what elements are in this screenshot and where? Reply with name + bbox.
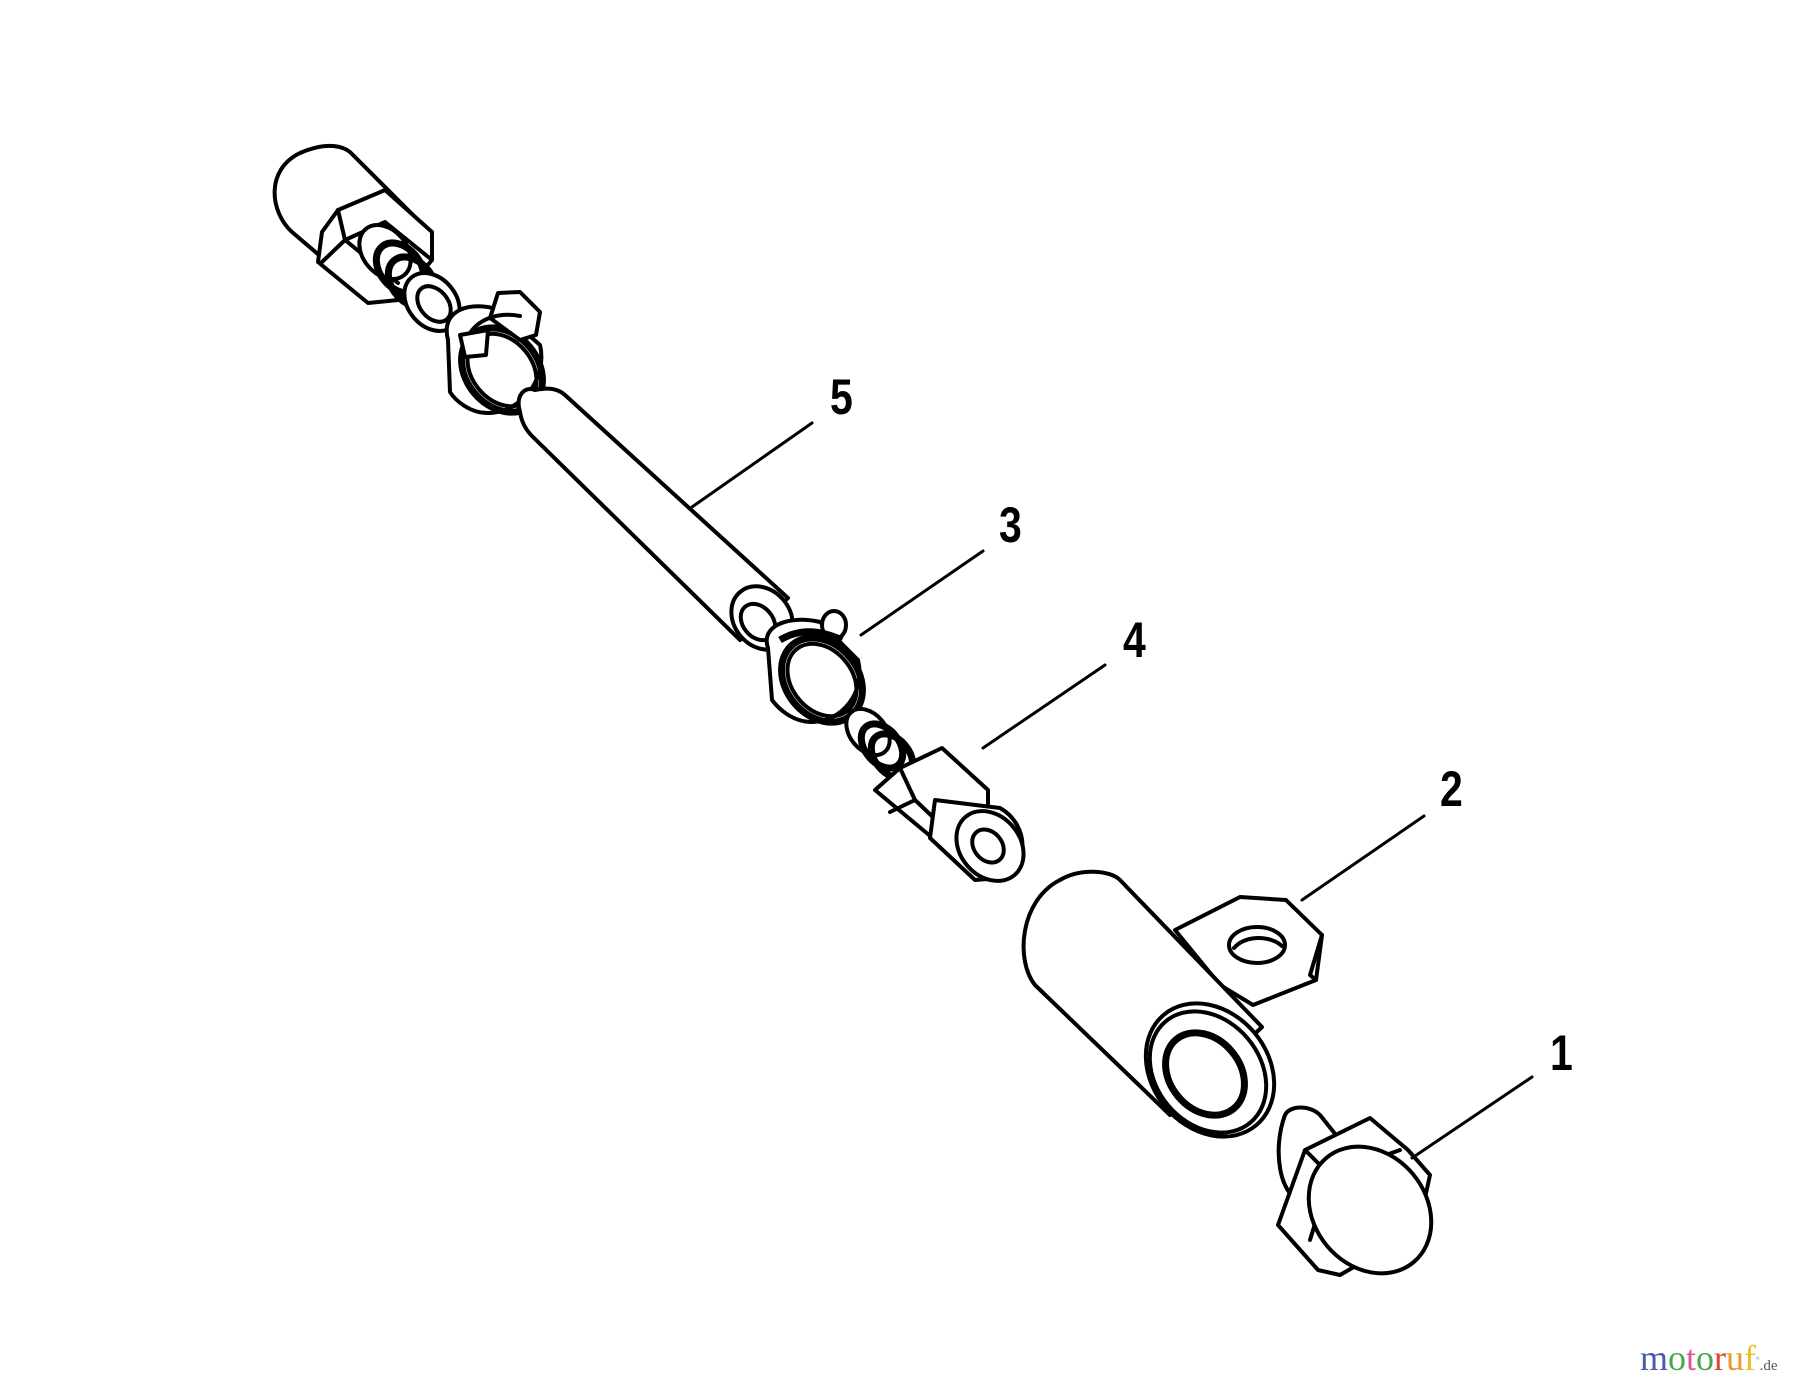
top-fitting bbox=[272, 143, 462, 333]
watermark-suffix: .de bbox=[1759, 1358, 1778, 1374]
watermark-letter: r bbox=[1714, 1338, 1727, 1378]
watermark-letter: t bbox=[1686, 1338, 1697, 1378]
watermark-letter: f bbox=[1744, 1338, 1757, 1378]
elbow-bracket bbox=[1021, 869, 1324, 1139]
leader-3 bbox=[859, 549, 985, 637]
leader-2 bbox=[1300, 814, 1426, 902]
watermark-letter: m bbox=[1640, 1338, 1669, 1378]
callout-3: 3 bbox=[999, 497, 1022, 553]
leader-5 bbox=[690, 421, 814, 509]
watermark-letter: o bbox=[1696, 1338, 1715, 1378]
watermark-letter: u bbox=[1726, 1338, 1745, 1378]
watermark-letter: o bbox=[1668, 1338, 1687, 1378]
registered-mark: ° bbox=[1756, 1355, 1760, 1365]
hex-plug bbox=[1276, 1105, 1434, 1277]
hose bbox=[516, 386, 795, 652]
lower-hose-clamp bbox=[764, 609, 866, 726]
barb-fitting bbox=[844, 706, 1026, 883]
callout-5: 5 bbox=[830, 369, 853, 425]
callout-4: 4 bbox=[1123, 612, 1146, 668]
upper-hose-clamp bbox=[444, 290, 546, 416]
motoruf-watermark: motoruf°.de bbox=[1640, 1338, 1778, 1386]
callout-2: 2 bbox=[1440, 761, 1463, 817]
callout-1: 1 bbox=[1550, 1025, 1573, 1081]
leader-1 bbox=[1410, 1075, 1534, 1160]
leader-4 bbox=[981, 663, 1107, 750]
